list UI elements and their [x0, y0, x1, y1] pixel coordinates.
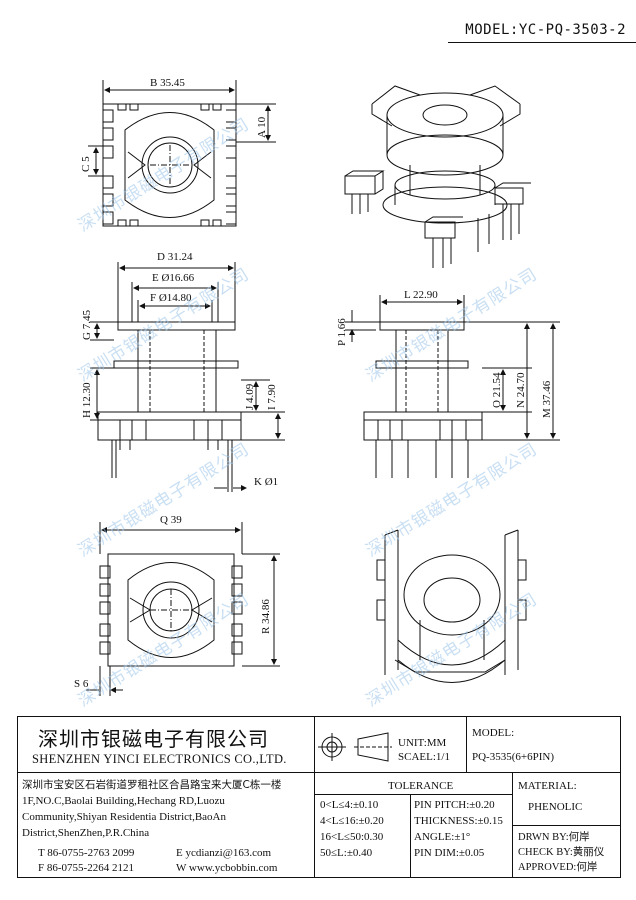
- address-line: 1F,NO.C,Baolai Building,Hechang RD,Luozu: [22, 795, 225, 807]
- dim-r: R 34.86: [260, 599, 272, 634]
- drawn-by: DRWN BY:何岸: [518, 832, 590, 843]
- dim-h: H 12.30: [81, 382, 93, 418]
- material-label: MATERIAL:: [518, 780, 577, 792]
- model-value: PQ-3535(6+6PIN): [472, 751, 554, 763]
- dim-d: D 31.24: [157, 251, 193, 263]
- isometric-view-2: [376, 529, 527, 683]
- dim-b: B 35.45: [150, 77, 185, 89]
- address-cn: 深圳市宝安区石岩街道罗租社区合昌路宝来大厦C栋一楼: [22, 779, 282, 791]
- dim-p: P 1.66: [336, 318, 348, 346]
- company-name-cn: 深圳市银磁电子有限公司: [38, 727, 269, 751]
- checked-by: CHECK BY:黄丽仪: [518, 847, 605, 858]
- tolerance-row: PIN DIM:±0.05: [414, 847, 485, 859]
- telephone: T 86-0755-2763 2099: [38, 847, 135, 859]
- tolerance-row: 50≤L:±0.40: [320, 847, 373, 859]
- dim-a: A 10: [256, 116, 268, 138]
- model-label: MODEL:: [472, 727, 515, 739]
- fax: F 86-0755-2264 2121: [38, 862, 134, 874]
- dim-f: F Ø14.80: [150, 292, 192, 304]
- dim-q: Q 39: [160, 514, 182, 526]
- website: W www.ycbobbin.com: [176, 862, 278, 874]
- side-view-2: [363, 321, 483, 478]
- dim-c: C 5: [80, 156, 92, 172]
- address-line: District,ShenZhen,P.R.China: [22, 827, 150, 839]
- dim-e: E Ø16.66: [152, 272, 195, 284]
- approved-by: APPROVED:何岸: [518, 862, 598, 873]
- tolerance-row: 0<L≤4:±0.10: [320, 799, 379, 811]
- tolerance-row: 4<L≤16:±0.20: [320, 815, 384, 827]
- isometric-view-1: [344, 85, 531, 268]
- model-header: MODEL:YC-PQ-3503-2: [465, 22, 626, 38]
- top-view-1: [102, 103, 237, 227]
- dim-i: I 7.90: [266, 384, 278, 410]
- tolerance-row: ANGLE:±1°: [414, 831, 471, 843]
- bottom-view: [99, 553, 243, 667]
- dim-m: M 37.46: [541, 380, 553, 418]
- tolerance-title: TOLERANCE: [388, 780, 454, 792]
- material-value: PHENOLIC: [528, 801, 583, 813]
- dim-s: S 6: [74, 678, 89, 690]
- tolerance-row: THICKNESS:±0.15: [414, 815, 503, 827]
- dim-g: G 7.45: [81, 310, 93, 340]
- header-rule: [448, 42, 636, 43]
- address-line: Community,Shiyan Residentia District,Bao…: [22, 811, 226, 823]
- email: E ycdianzi@163.com: [176, 847, 272, 859]
- dim-l: L 22.90: [404, 289, 438, 301]
- tolerance-row: PIN PITCH:±0.20: [414, 799, 495, 811]
- dim-n: N 24.70: [515, 372, 527, 408]
- technical-drawing: [86, 80, 560, 696]
- tolerance-row: 16<L≤50:0.30: [320, 831, 384, 843]
- dim-j: J 4.09: [244, 383, 256, 410]
- company-name-en: SHENZHEN YINCI ELECTRONICS CO.,LTD.: [32, 752, 287, 766]
- unit: UNIT:MM: [398, 737, 447, 749]
- dim-o: O 21.54: [491, 372, 503, 408]
- scale: SCAEL:1/1: [398, 751, 450, 763]
- projection-symbol-icon: [318, 732, 392, 762]
- dim-k: K Ø1: [254, 476, 279, 488]
- title-block: 深圳市银磁电子有限公司 SHENZHEN YINCI ELECTRONICS C…: [17, 716, 621, 878]
